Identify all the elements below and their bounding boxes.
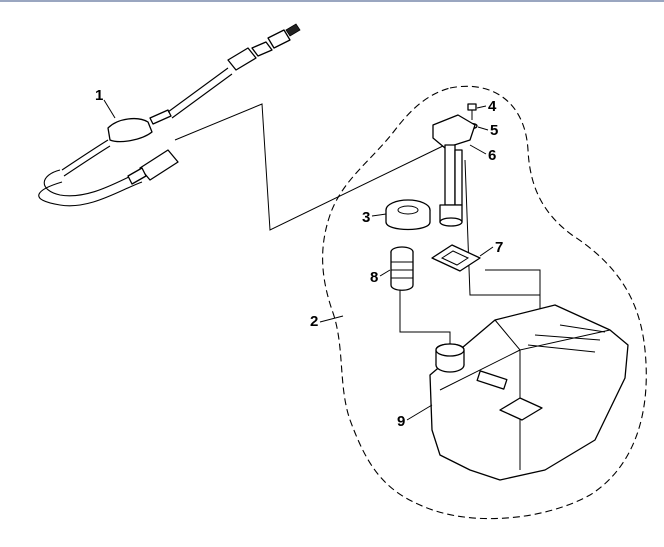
kit-boundary bbox=[322, 85, 647, 520]
callout-1: 1 bbox=[95, 87, 103, 104]
strainer bbox=[390, 246, 414, 291]
callout-7: 7 bbox=[495, 239, 503, 256]
fuel-tank bbox=[429, 304, 629, 481]
screw bbox=[467, 103, 477, 120]
callout-5: 5 bbox=[490, 122, 498, 139]
fuel-hose-assembly bbox=[38, 23, 301, 207]
callout-6: 6 bbox=[488, 147, 496, 164]
callouts: 1 2 3 4 5 6 7 8 9 bbox=[95, 87, 503, 430]
top-rule bbox=[0, 0, 664, 2]
gauge-gasket bbox=[431, 244, 481, 272]
callout-9: 9 bbox=[397, 413, 405, 430]
callout-8: 8 bbox=[370, 269, 378, 286]
callout-4: 4 bbox=[488, 98, 497, 115]
callout-2: 2 bbox=[310, 313, 318, 330]
fuel-gauge-assembly bbox=[432, 114, 476, 227]
cap-gasket bbox=[385, 199, 431, 231]
callout-3: 3 bbox=[362, 209, 370, 226]
